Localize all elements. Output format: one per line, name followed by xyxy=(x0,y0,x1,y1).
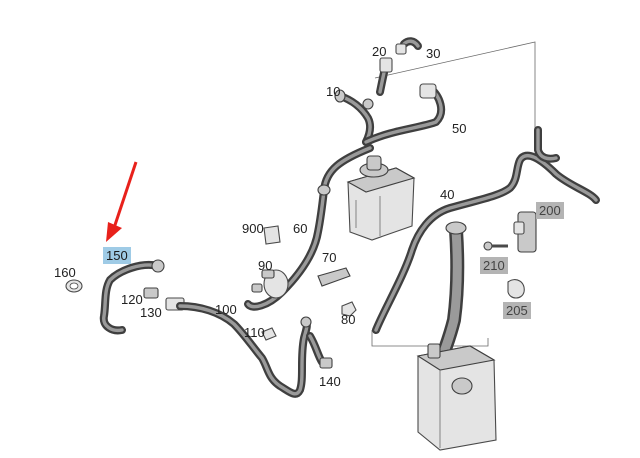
hose-40[interactable] xyxy=(372,126,600,334)
pump-200[interactable] xyxy=(513,211,537,253)
label-205[interactable]: 205 xyxy=(503,302,531,319)
label-130[interactable]: 130 xyxy=(140,305,162,320)
pump-90[interactable] xyxy=(251,269,289,299)
clamp-160[interactable] xyxy=(65,279,83,293)
clip-205[interactable] xyxy=(507,279,525,299)
clip-110[interactable] xyxy=(261,327,277,341)
washer-reservoir[interactable] xyxy=(416,343,497,451)
bolt-210[interactable] xyxy=(483,241,508,251)
bracket-900[interactable] xyxy=(263,225,281,245)
connector-30[interactable] xyxy=(395,37,422,55)
clamp-120[interactable] xyxy=(143,287,159,299)
label-80[interactable]: 80 xyxy=(341,312,356,327)
connector-20[interactable] xyxy=(376,57,393,96)
hose-140[interactable] xyxy=(306,332,333,369)
hose-60[interactable] xyxy=(244,144,374,311)
label-200[interactable]: 200 xyxy=(536,202,564,219)
label-140[interactable]: 140 xyxy=(319,374,341,389)
hose-10[interactable] xyxy=(334,89,375,146)
label-20[interactable]: 20 xyxy=(372,44,387,59)
label-100[interactable]: 100 xyxy=(215,302,237,317)
pointer-arrow xyxy=(106,161,138,242)
label-90[interactable]: 90 xyxy=(258,258,273,273)
hose-100[interactable] xyxy=(176,302,312,398)
label-210[interactable]: 210 xyxy=(480,257,508,274)
label-160[interactable]: 160 xyxy=(54,265,76,280)
fill-pipe[interactable] xyxy=(437,221,467,359)
label-30[interactable]: 30 xyxy=(426,46,441,61)
label-110[interactable]: 110 xyxy=(244,325,265,340)
label-70[interactable]: 70 xyxy=(322,250,337,265)
hose-150[interactable] xyxy=(99,259,165,335)
label-150[interactable]: 150 xyxy=(103,247,131,264)
label-50[interactable]: 50 xyxy=(452,121,467,136)
label-60[interactable]: 60 xyxy=(293,221,308,236)
label-10[interactable]: 10 xyxy=(326,84,341,99)
label-40[interactable]: 40 xyxy=(440,187,455,202)
hose-50[interactable] xyxy=(362,83,446,146)
label-120[interactable]: 120 xyxy=(121,292,143,307)
label-900[interactable]: 900 xyxy=(242,221,264,236)
nut-80[interactable] xyxy=(341,301,357,317)
expansion-tank[interactable] xyxy=(346,155,416,241)
sensor-70[interactable] xyxy=(317,267,351,287)
